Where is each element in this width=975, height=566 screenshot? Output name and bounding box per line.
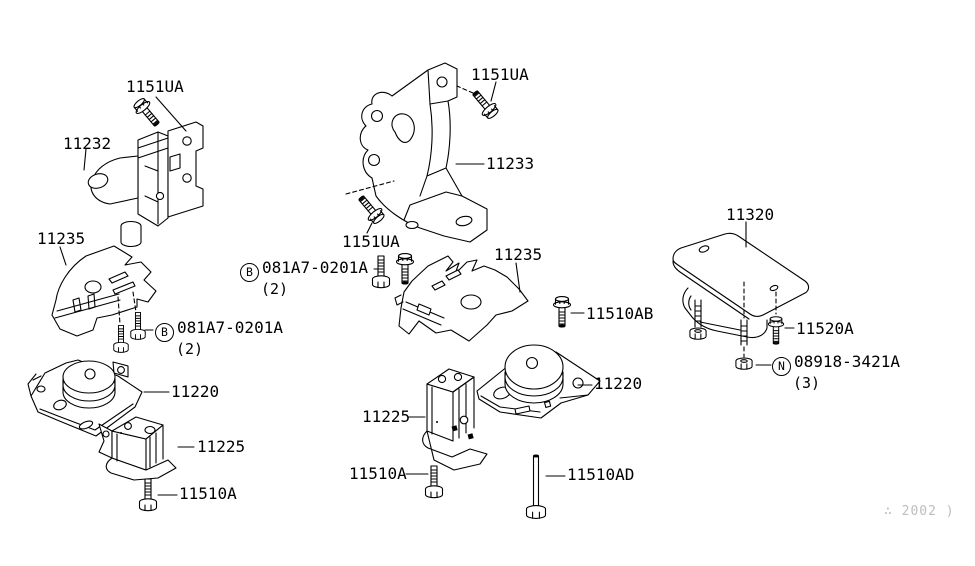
callout-1151ua-top-left: 1151UA: [126, 77, 184, 96]
leader-lines: [59, 81, 795, 496]
bracket-11225-center-drawing: [422, 368, 488, 471]
callout-11225-center: 11225: [362, 407, 411, 426]
quantity-label: (2): [261, 280, 289, 298]
bolt-11510a-center-icon: [424, 465, 444, 499]
callout-11510ad: 11510AD: [567, 465, 635, 484]
bracket-11225-left-drawing: [98, 416, 177, 481]
bolt-11520a-icon: [767, 316, 785, 345]
bracket-11233-drawing: [359, 62, 488, 243]
shield-11235-left-drawing: [51, 245, 157, 337]
mount-11220-left-drawing: [27, 359, 143, 437]
callout-1151ua-top-center: 1151UA: [471, 65, 529, 84]
callout-11220-left: 11220: [171, 382, 220, 401]
callout-1151ua-mid: 1151UA: [342, 232, 400, 251]
callout-11220-center: 11220: [594, 374, 643, 393]
bolt-11510ad-icon: [525, 454, 547, 519]
callout-11235-left: 11235: [37, 229, 86, 248]
callout-11510a-left: 11510A: [179, 484, 237, 503]
nut-08918-icon: [689, 327, 753, 370]
callout-11235-center: 11235: [494, 245, 543, 264]
callout-11510ab: 11510AB: [586, 304, 654, 323]
callout-11320: 11320: [726, 205, 775, 224]
callout-11225-left: 11225: [197, 437, 246, 456]
bracket-11232-drawing: [87, 121, 204, 248]
quantity-label: (3): [793, 374, 821, 392]
bolt-081a7-pair-icon: [371, 253, 415, 289]
bolt-11510ab-icon: [552, 296, 572, 328]
circled-b-icon: B: [240, 263, 259, 282]
page-watermark: ∴ 2002 ): [884, 504, 955, 519]
callout-11510a-center: 11510A: [349, 464, 407, 483]
plate-11320-drawing: [672, 232, 810, 358]
shield-11235-center-drawing: [394, 255, 529, 342]
callout-11233: 11233: [486, 154, 535, 173]
callout-11232: 11232: [63, 134, 112, 153]
circled-b-icon: B: [155, 323, 174, 342]
circled-n-icon: N: [772, 357, 791, 376]
bolt-081a7-icon: [113, 311, 146, 353]
mount-11220-center-drawing: [476, 344, 601, 419]
callout-11520a: 11520A: [796, 319, 854, 338]
quantity-label: (2): [176, 340, 204, 358]
bolt-11510a-left-icon: [138, 478, 158, 512]
